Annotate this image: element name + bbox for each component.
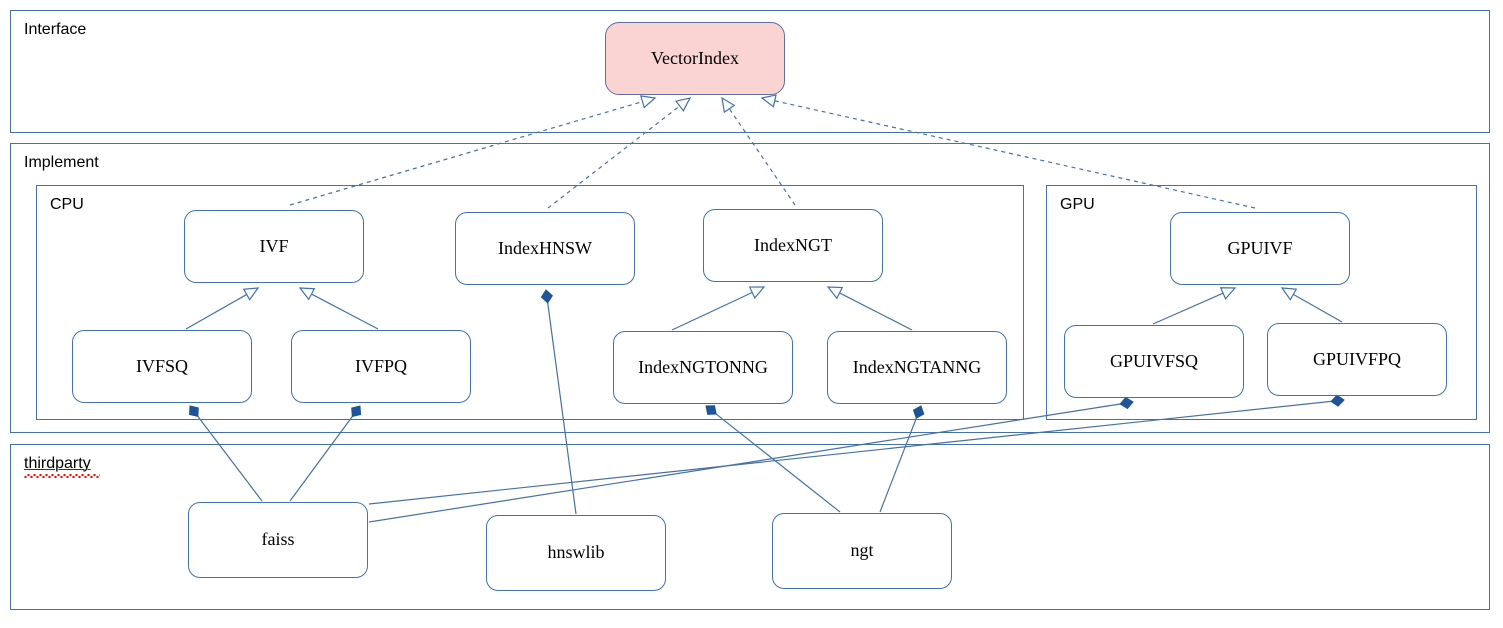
node-faiss[interactable]: faiss xyxy=(188,502,368,578)
node-indexhnsw[interactable]: IndexHNSW xyxy=(455,212,635,285)
frame-label-thirdparty: thirdparty xyxy=(24,455,91,472)
node-label-faiss: faiss xyxy=(261,529,295,550)
node-indexngt[interactable]: IndexNGT xyxy=(703,209,883,282)
node-indexngtanng[interactable]: IndexNGTANNG xyxy=(827,331,1007,404)
node-ivf[interactable]: IVF xyxy=(184,210,364,283)
frame-label-implement: Implement xyxy=(24,154,99,171)
node-label-gpuivf: GPUIVF xyxy=(1227,237,1293,258)
node-gpuivfpq[interactable]: GPUIVFPQ xyxy=(1267,323,1447,396)
frame-label-cpu: CPU xyxy=(50,196,84,213)
node-label-indexngt: IndexNGT xyxy=(754,234,832,255)
node-label-ivfpq: IVFPQ xyxy=(354,355,407,376)
node-label-indexngtanng: IndexNGTANNG xyxy=(852,356,982,377)
node-label-indexngtonng: IndexNGTONNG xyxy=(638,356,768,377)
spellcheck-underline xyxy=(24,474,100,478)
node-hnswlib[interactable]: hnswlib xyxy=(486,515,666,591)
node-indexngtonng[interactable]: IndexNGTONNG xyxy=(613,331,793,404)
frame-label-gpu: GPU xyxy=(1060,196,1095,213)
node-label-hnswlib: hnswlib xyxy=(547,542,605,563)
node-ivfsq[interactable]: IVFSQ xyxy=(72,330,252,403)
node-gpuivfsq[interactable]: GPUIVFSQ xyxy=(1064,325,1244,398)
node-label-vectorindex: VectorIndex xyxy=(651,47,739,68)
node-label-gpuivfsq: GPUIVFSQ xyxy=(1109,350,1199,371)
node-label-gpuivfpq: GPUIVFPQ xyxy=(1312,348,1402,369)
node-gpuivf[interactable]: GPUIVF xyxy=(1170,212,1350,285)
node-vectorindex[interactable]: VectorIndex xyxy=(605,22,785,95)
node-label-indexhnsw: IndexHNSW xyxy=(498,237,592,258)
node-label-ngt: ngt xyxy=(850,540,874,561)
frame-label-interface: Interface xyxy=(24,21,87,38)
node-ngt[interactable]: ngt xyxy=(772,513,952,589)
node-label-ivfsq: IVFSQ xyxy=(135,355,188,376)
node-ivfpq[interactable]: IVFPQ xyxy=(291,330,471,403)
node-label-ivf: IVF xyxy=(259,235,289,256)
